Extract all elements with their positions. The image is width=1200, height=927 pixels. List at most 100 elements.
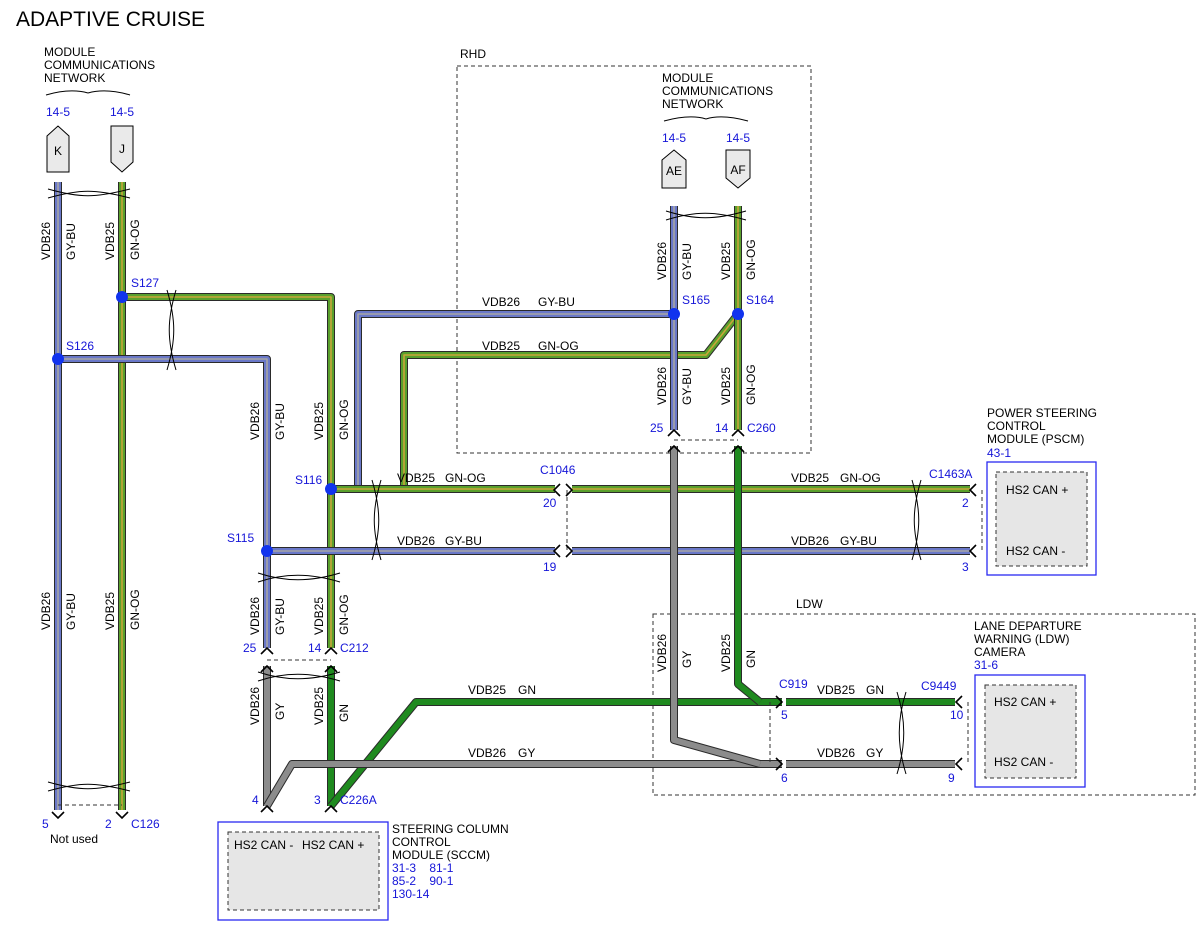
splice-label-s127: S127 <box>131 276 159 290</box>
ldw-pin-minus: HS2 CAN - <box>994 755 1053 769</box>
splice-s164 <box>732 308 744 320</box>
pin-arrow <box>115 811 129 820</box>
mcn-right-label-3: NETWORK <box>662 97 723 111</box>
pin-arrow <box>775 695 784 709</box>
sccm-pin-plus: HS2 CAN + <box>302 838 364 852</box>
pscm-pin-minus: HS2 CAN - <box>1006 544 1065 558</box>
pin-arrow <box>954 695 963 709</box>
wire-label: GY-BU <box>273 403 287 440</box>
splice-label-s126: S126 <box>66 339 94 353</box>
pscm-module <box>986 461 1097 576</box>
splice-s165 <box>668 308 680 320</box>
pin-arrow <box>552 483 561 497</box>
wire-label: VDB26 <box>482 295 520 309</box>
splice-label-s165: S165 <box>682 293 710 307</box>
wire-s126-s115 <box>58 356 270 551</box>
c1046-pin-19: 19 <box>543 560 557 574</box>
wire-label: GN-OG <box>128 589 142 630</box>
wire-label: VDB25 <box>468 683 506 697</box>
c260-label: C260 <box>747 421 776 435</box>
c226a-label: C226A <box>340 793 377 807</box>
wire-label: VDB26 <box>817 746 855 760</box>
mcn-left-label-1: MODULE <box>44 45 95 59</box>
c919-pin-5: 5 <box>781 708 788 722</box>
c1046-pin-20: 20 <box>543 496 557 510</box>
ldw-ref: 31-6 <box>974 658 998 672</box>
ldw-camera-module <box>974 674 1086 788</box>
wire-s127-s116 <box>122 294 334 489</box>
wire-label: GY <box>680 651 694 668</box>
wire-label: GY-BU <box>273 598 287 635</box>
wire-label: GN-OG <box>744 364 758 405</box>
pscm-label-3: MODULE (PSCM) <box>987 432 1084 446</box>
mcn-right-ref-ae: 14-5 <box>662 131 686 145</box>
mcn-right-label-1: MODULE <box>662 71 713 85</box>
wire-label: VDB25 <box>791 471 829 485</box>
wire-label: GN-OG <box>840 471 881 485</box>
wire-label: VDB25 <box>312 402 326 440</box>
c1463a-pin-3: 3 <box>962 560 969 574</box>
wire-label: VDB26 <box>248 597 262 635</box>
wire-label: VDB25 <box>312 597 326 635</box>
c260-pin-25: 25 <box>650 421 664 435</box>
twist-marker <box>896 691 907 775</box>
c126-label: C126 <box>131 817 160 831</box>
twist-marker <box>371 479 382 561</box>
rhd-label: RHD <box>460 47 486 61</box>
wire-label: VDB25 <box>719 634 733 672</box>
c1463a-label: C1463A <box>929 467 972 481</box>
wires-layer <box>54 182 970 810</box>
wire-label: VDB26 <box>655 242 669 280</box>
splice-label-s116: S116 <box>295 473 322 487</box>
wire-label: GN <box>518 683 536 697</box>
c9449-pin-10: 10 <box>950 708 964 722</box>
sccm-ref-1: 31-3 81-1 <box>392 861 454 875</box>
pin-arrow <box>775 757 784 771</box>
ldw-label-3: CAMERA <box>974 645 1025 659</box>
connector-j-label: J <box>119 142 125 156</box>
mcn-right-label-2: COMMUNICATIONS <box>662 84 773 98</box>
wire-label: VDB26 <box>397 534 435 548</box>
splice-points <box>52 291 744 557</box>
pin-arrow <box>565 483 574 497</box>
mcn-right-ref-af: 14-5 <box>726 131 750 145</box>
wire-label: VDB25 <box>103 592 117 630</box>
wire-label: VDB25 <box>482 339 520 353</box>
c919-label: C919 <box>779 677 808 691</box>
wire-label: GN-OG <box>337 594 351 635</box>
pin-arrow <box>260 646 274 655</box>
c126-pin-2: 2 <box>105 817 112 831</box>
ldw-label-2: WARNING (LDW) <box>974 632 1070 646</box>
wire-label: VDB26 <box>791 534 829 548</box>
wire-label: GN <box>866 683 884 697</box>
pin-arrow <box>260 804 274 813</box>
wire-label: GY <box>273 703 287 720</box>
wire-label: VDB25 <box>312 687 326 725</box>
wire-label: VDB25 <box>817 683 855 697</box>
mcn-left-brace <box>45 90 131 96</box>
splice-s115 <box>261 545 273 557</box>
wire-c226a-c919-gy <box>264 761 782 808</box>
wire-c260-c919-gy-outline <box>670 446 762 768</box>
pin-arrow <box>324 804 338 813</box>
mcn-right-brace <box>663 116 749 122</box>
wire-c260-c919-gy <box>671 446 761 767</box>
connector-bridges <box>58 439 983 806</box>
sccm-label-3: MODULE (SCCM) <box>392 848 490 862</box>
connector-af-label: AF <box>730 163 745 177</box>
pin-arrows <box>51 428 977 820</box>
pin-arrow <box>667 428 681 437</box>
wire-label: VDB26 <box>655 367 669 405</box>
pin-arrow <box>954 757 963 771</box>
wire-label: GN <box>744 650 758 668</box>
wire-label: VDB26 <box>39 592 53 630</box>
ldw-label: LDW <box>796 597 823 611</box>
wire-label: VDB25 <box>719 367 733 405</box>
wire-label: VDB26 <box>468 746 506 760</box>
wire-s127-s116-outline <box>122 293 335 489</box>
pin-arrow <box>968 544 977 558</box>
c226a-pin-4: 4 <box>252 793 259 807</box>
sccm-label-2: CONTROL <box>392 835 451 849</box>
twist-marker <box>47 188 131 199</box>
